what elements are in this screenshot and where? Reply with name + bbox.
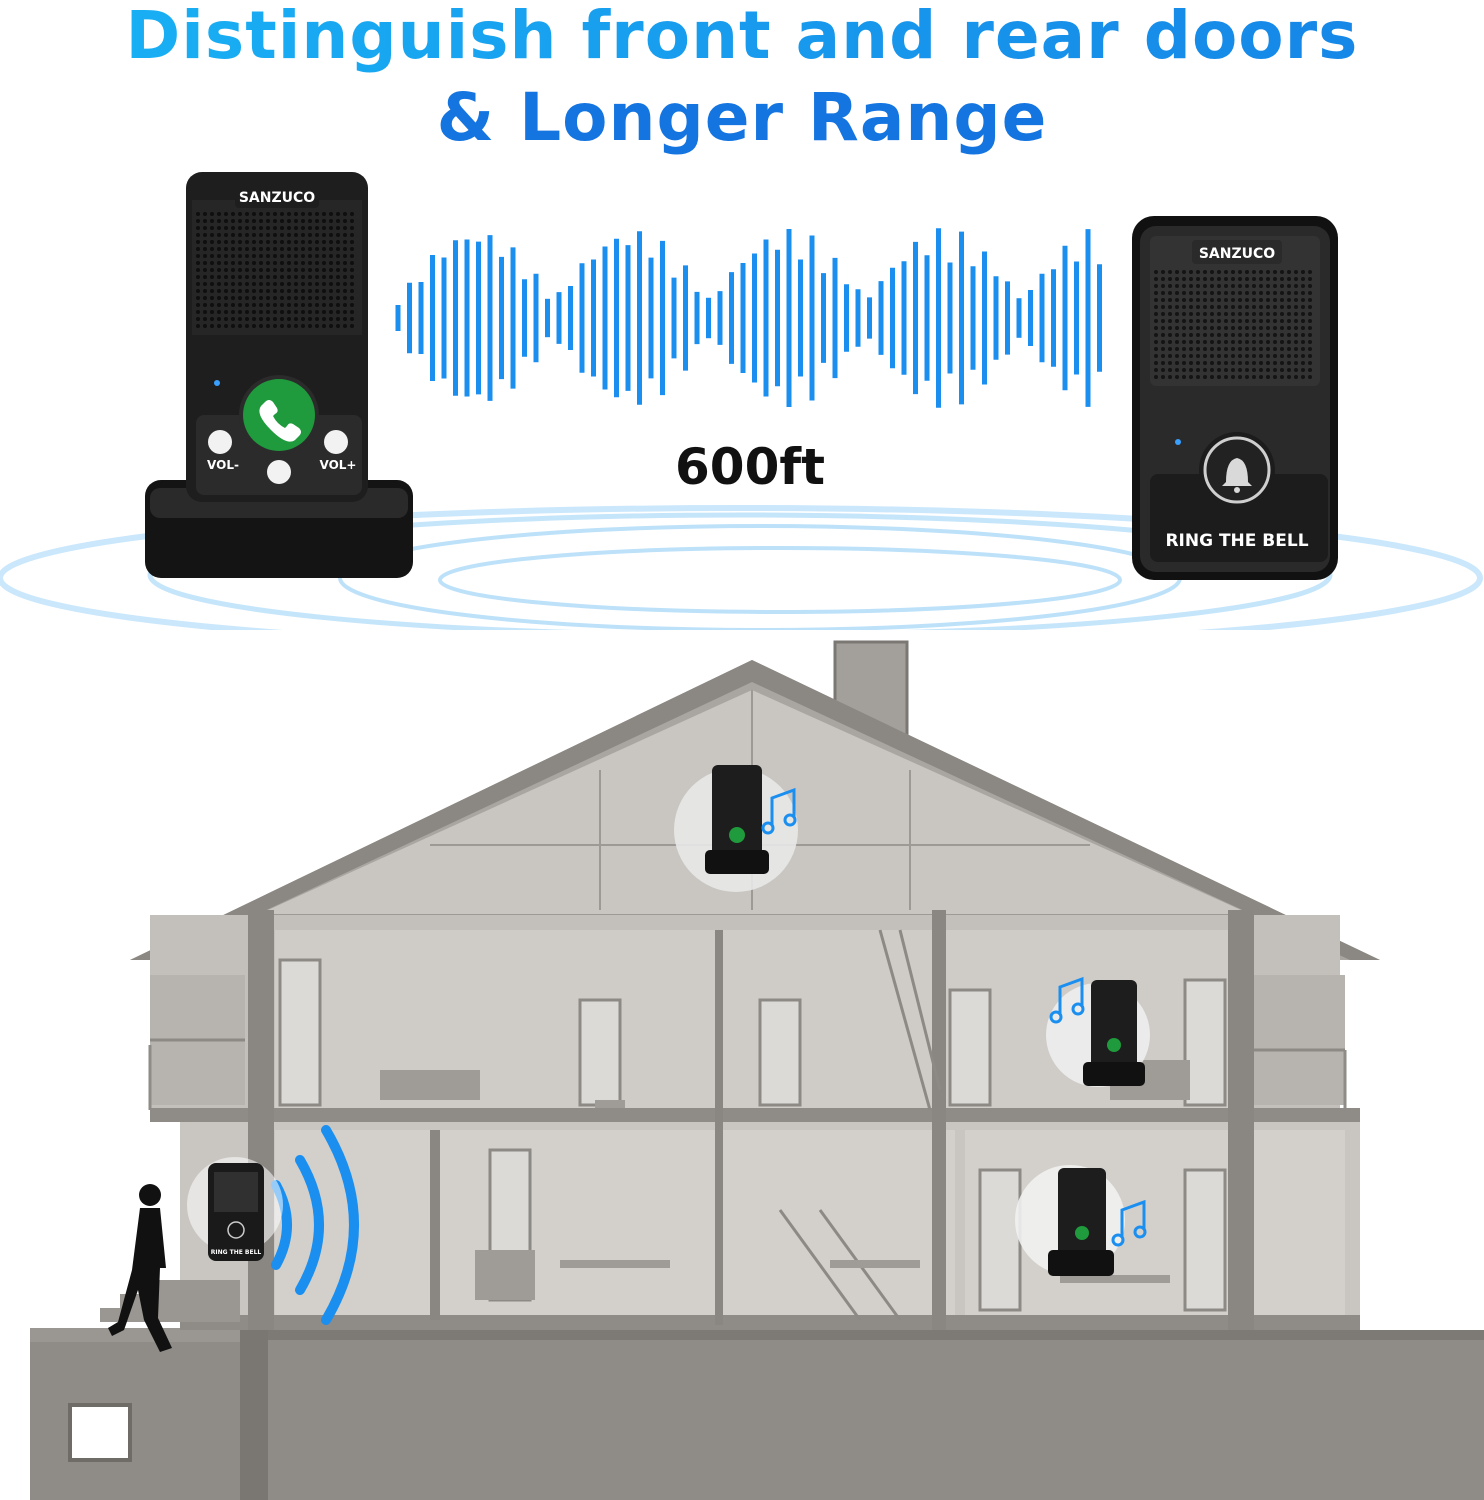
headline-line-1: Distinguish front and rear doors	[0, 0, 1484, 76]
person-silhouette	[108, 1184, 172, 1352]
mini-doorbell-label: RING THE BELL	[211, 1249, 262, 1256]
ring-the-bell-label: RING THE BELL	[1165, 531, 1308, 551]
call-button[interactable]	[243, 379, 315, 451]
bell-icon	[1222, 458, 1252, 493]
mini-doorbell: RING THE BELL	[187, 1157, 283, 1261]
receiver-device: SANZUCO VOL- VOL+	[145, 172, 413, 578]
range-label: 600ft	[674, 438, 826, 496]
music-note-icon	[761, 787, 797, 835]
receiver-in-attic	[674, 765, 798, 892]
mode-button[interactable]	[267, 460, 291, 484]
vol-minus-label: VOL-	[207, 458, 239, 472]
phone-icon	[259, 400, 301, 442]
headline-line-2: & Longer Range	[436, 79, 1048, 156]
doorbell-device: SANZUCO RING THE BELL	[1132, 216, 1338, 580]
receiver-brand: SANZUCO	[239, 190, 315, 206]
vol-plus-button[interactable]	[324, 430, 348, 454]
music-note-icon	[1111, 1199, 1147, 1247]
doorbell-brand: SANZUCO	[1199, 246, 1275, 262]
vol-minus-button[interactable]	[208, 430, 232, 454]
receiver-downstairs-right	[1015, 1165, 1125, 1276]
signal-graphic	[0, 228, 1483, 651]
sound-wave	[395, 228, 1102, 408]
music-note-icon	[1049, 976, 1085, 1024]
house-illustration: RING THE BELL	[0, 630, 1484, 1500]
vol-plus-label: VOL+	[320, 458, 357, 472]
